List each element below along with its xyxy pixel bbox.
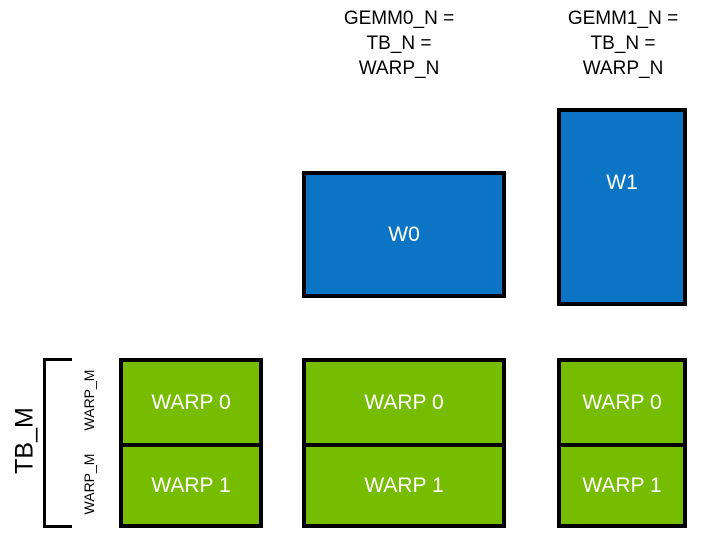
warp-stack-2: WARP 0 WARP 1	[557, 358, 687, 528]
tb-m-bracket	[43, 358, 72, 528]
caption-line-gemm0-1: TB_N =	[366, 33, 432, 54]
warp-cell-0-1: WARP 1	[123, 443, 259, 524]
warp-cell-label-0-1: WARP 1	[151, 473, 231, 497]
axis-label-warp-m-upper: WARP_M	[81, 369, 97, 431]
warp-tile-box-w0: W0	[302, 171, 506, 298]
column-caption-gemm1: GEMM1_N = TB_N = WARP_N	[548, 6, 698, 81]
warp-cell-label-2-1: WARP 1	[582, 473, 662, 497]
warp-tile-box-w1: W1	[557, 108, 687, 306]
warp-cell-label-2-0: WARP 0	[582, 390, 662, 414]
warp-stack-0: WARP 0 WARP 1	[119, 358, 263, 528]
warp-cell-1-1: WARP 1	[306, 443, 502, 524]
warp-cell-2-0: WARP 0	[561, 362, 683, 443]
warp-tile-label-w0: W0	[388, 222, 420, 246]
caption-line-gemm1-2: WARP_N	[582, 58, 664, 79]
warp-cell-label-0-0: WARP 0	[151, 390, 231, 414]
caption-line-gemm1-0: GEMM1_N =	[567, 8, 679, 29]
axis-label-tb-m: TB_M	[10, 407, 39, 474]
caption-line-gemm0-0: GEMM0_N =	[343, 8, 455, 29]
warp-cell-2-1: WARP 1	[561, 443, 683, 524]
warp-tile-label-w1: W1	[606, 171, 638, 194]
warp-cell-1-0: WARP 0	[306, 362, 502, 443]
warp-stack-1: WARP 0 WARP 1	[302, 358, 506, 528]
axis-label-warp-m-lower: WARP_M	[81, 453, 97, 515]
warp-cell-0-0: WARP 0	[123, 362, 259, 443]
caption-line-gemm1-1: TB_N =	[590, 33, 656, 54]
caption-line-gemm0-2: WARP_N	[358, 58, 440, 79]
warp-cell-label-1-0: WARP 0	[364, 390, 444, 414]
warp-cell-label-1-1: WARP 1	[364, 473, 444, 497]
column-caption-gemm0: GEMM0_N = TB_N = WARP_N	[299, 6, 499, 81]
